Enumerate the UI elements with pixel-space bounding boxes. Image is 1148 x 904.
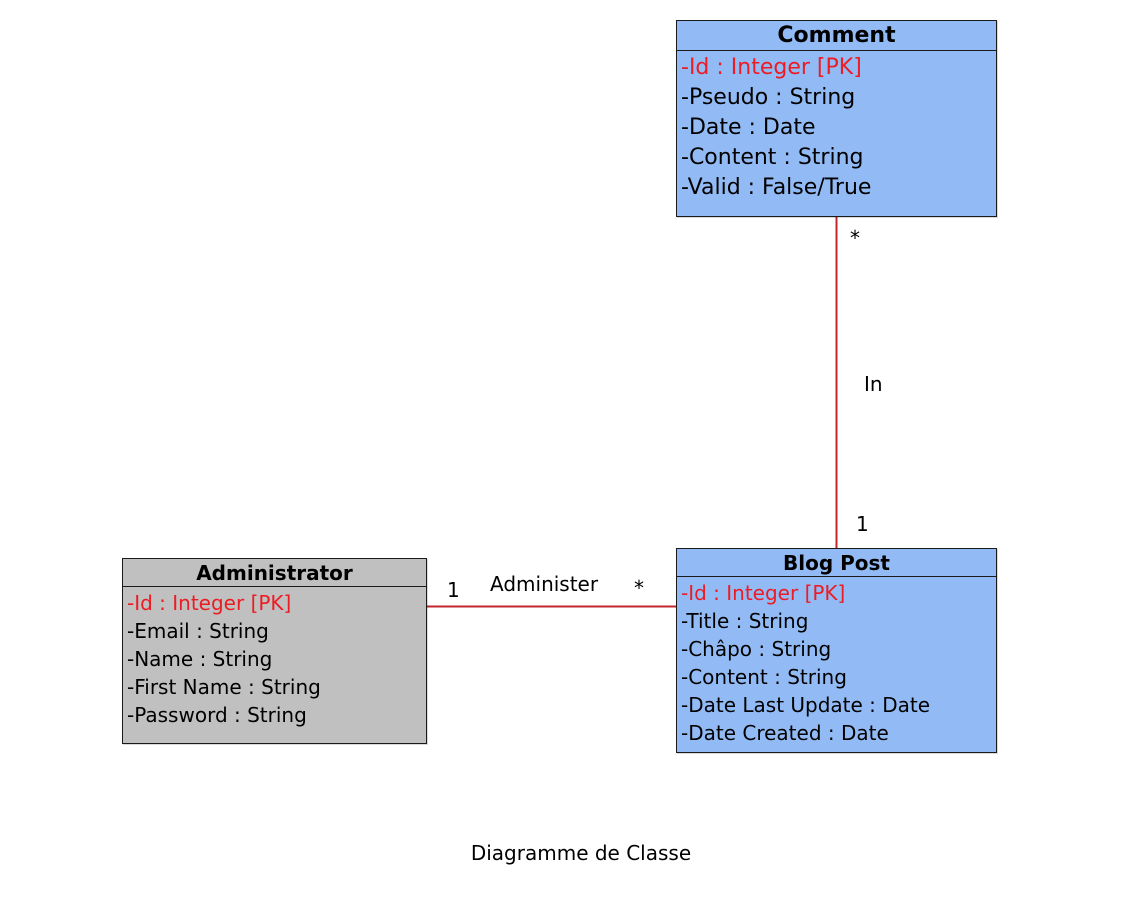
attribute-blog-post-date-last-update: -Date Last Update : Date [681,693,931,717]
class-comment[interactable]: Comment -Id : Integer [PK] -Pseudo : Str… [676,20,997,217]
diagram-caption: Diagramme de Classe [470,841,692,865]
class-administrator[interactable]: Administrator -Id : Integer [PK] -Email … [122,558,427,744]
attribute-comment-valid: -Valid : False/True [681,175,872,200]
multiplicity-comment-in: * [850,226,860,250]
multiplicity-administrator-administer: 1 [447,578,460,602]
attribute-administrator-first-name: -First Name : String [127,675,321,699]
class-blog-post-attributes: -Id : Integer [PK] -Title : String -Châp… [677,577,996,747]
attribute-administrator-id: -Id : Integer [PK] [127,591,292,615]
class-administrator-attributes: -Id : Integer [PK] -Email : String -Name… [123,587,426,729]
attribute-administrator-password: -Password : String [127,703,307,727]
class-comment-name: Comment [677,21,996,51]
attribute-blog-post-content: -Content : String [681,665,847,689]
attribute-administrator-name: -Name : String [127,647,273,671]
attribute-blog-post-title: -Title : String [681,609,809,633]
attribute-comment-id: -Id : Integer [PK] [681,55,862,80]
class-blog-post-name: Blog Post [677,549,996,577]
class-blog-post[interactable]: Blog Post -Id : Integer [PK] -Title : St… [676,548,997,753]
class-comment-attributes: -Id : Integer [PK] -Pseudo : String -Dat… [677,51,996,203]
attribute-comment-pseudo: -Pseudo : String [681,85,856,110]
attribute-administrator-email: -Email : String [127,619,269,643]
multiplicity-blog-post-administer: * [634,576,644,600]
attribute-blog-post-id: -Id : Integer [PK] [681,581,846,605]
class-administrator-name: Administrator [123,559,426,587]
attribute-blog-post-chapo: -Châpo : String [681,637,832,661]
attribute-comment-date: -Date : Date [681,115,816,140]
association-label-administer: Administer [490,572,599,596]
attribute-comment-content: -Content : String [681,145,864,170]
association-label-in: In [864,372,883,396]
attribute-blog-post-date-created: -Date Created : Date [681,721,889,745]
multiplicity-blog-post-in: 1 [856,512,869,536]
